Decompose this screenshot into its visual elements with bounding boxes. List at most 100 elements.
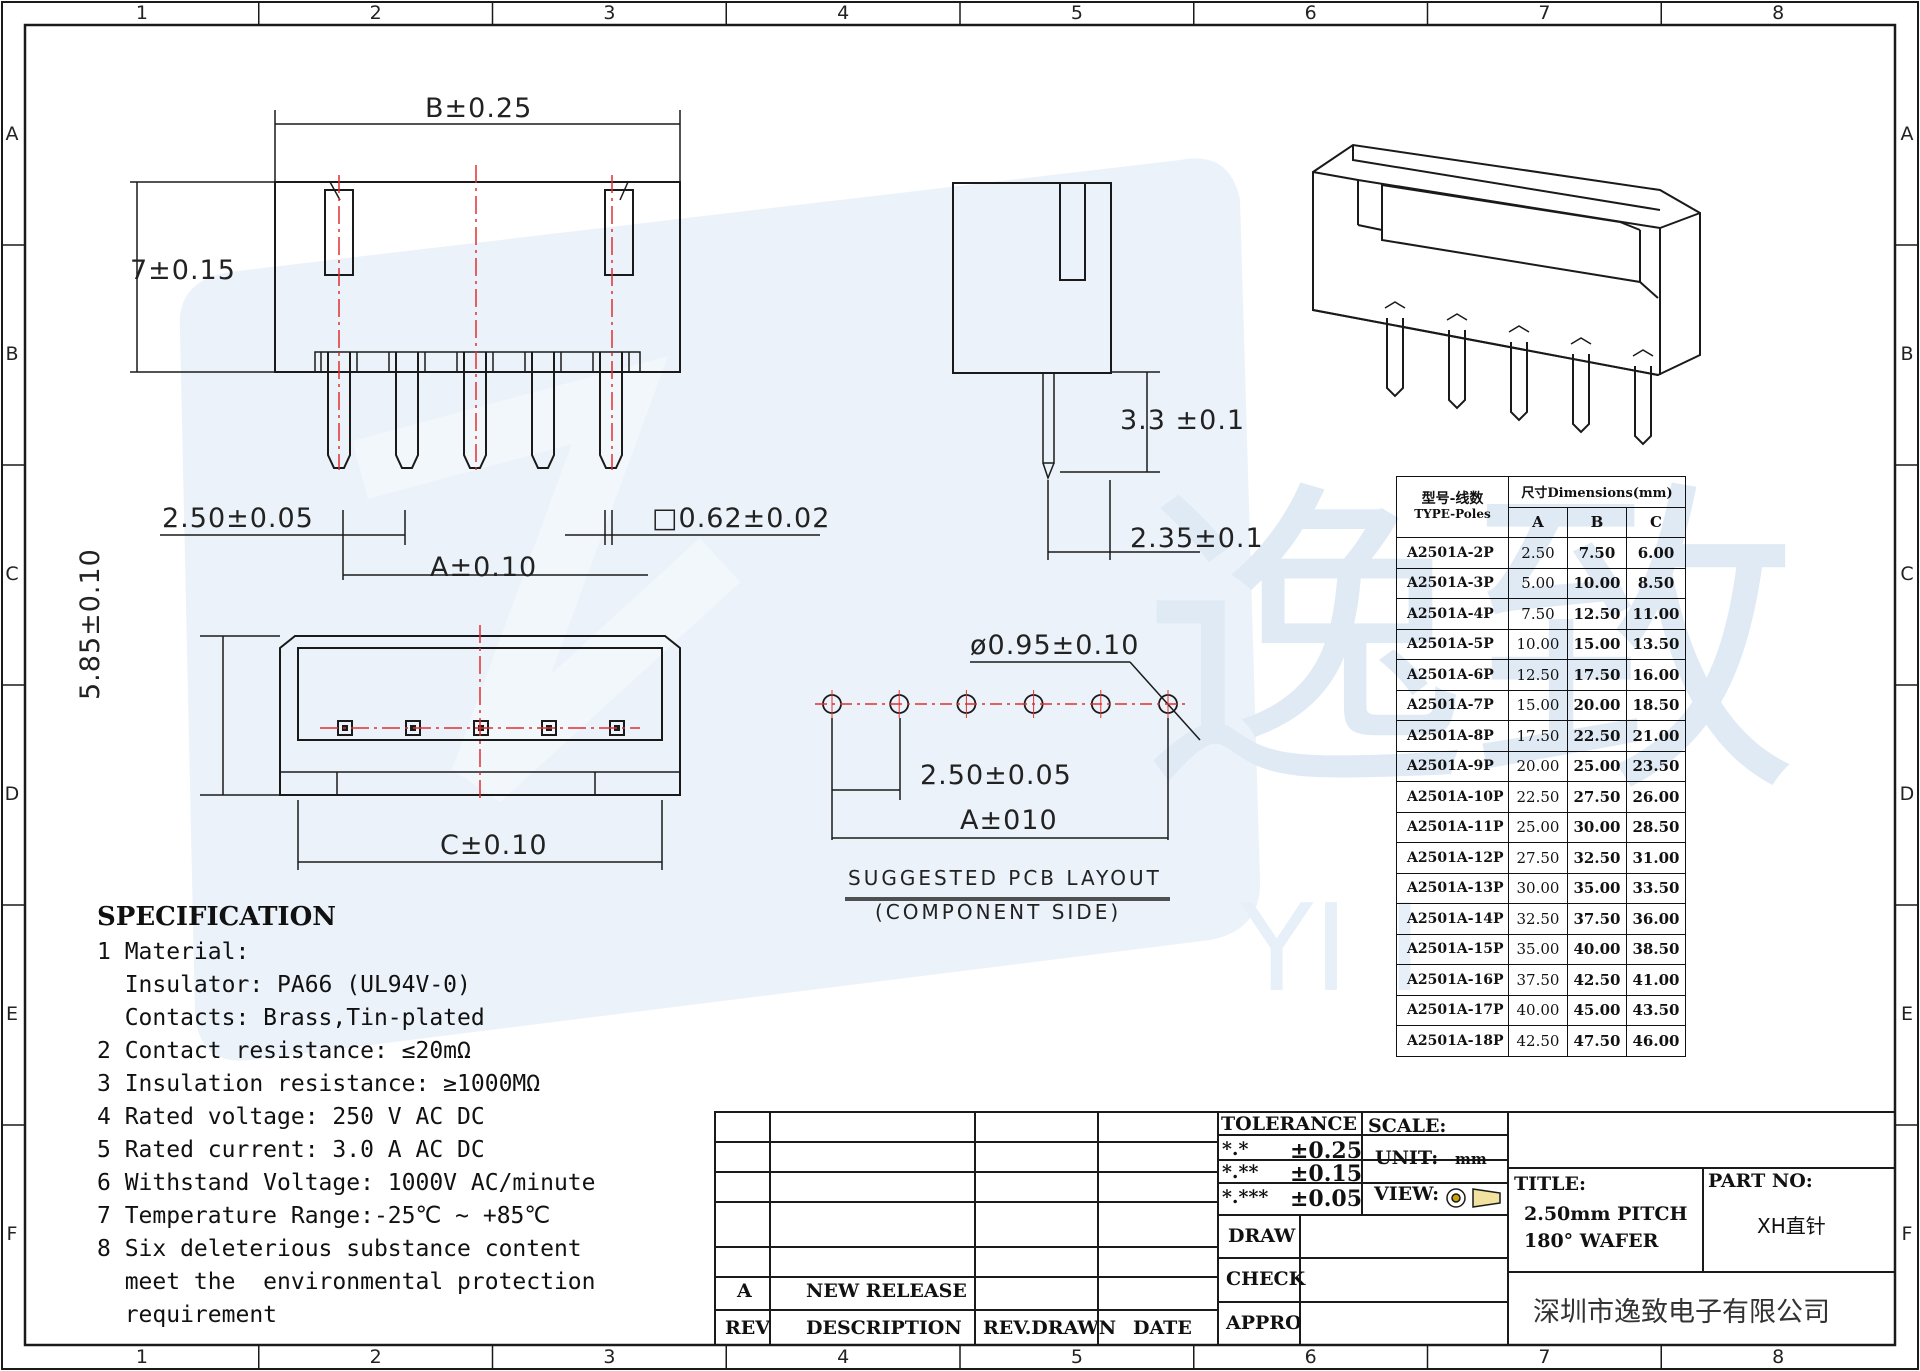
table-cell-dim: 35.00 xyxy=(1567,872,1627,904)
table-cell-dim: 11.00 xyxy=(1626,598,1686,630)
table-cell-dim: 13.50 xyxy=(1626,628,1686,660)
spec-line: 6 Withstand Voltage: 1000V AC/minute xyxy=(97,1170,596,1196)
table-cell-dim: 22.50 xyxy=(1567,720,1627,752)
part-no-value: XH直针 xyxy=(1757,1214,1826,1238)
iso-pin xyxy=(1448,330,1466,410)
spec-line: 8 Six deleterious substance content xyxy=(97,1236,582,1262)
table-cell-type: A2501A-15P xyxy=(1396,933,1509,965)
title-line-2: 180° WAFER xyxy=(1524,1230,1659,1252)
dim-width-top: 5.85±0.10 xyxy=(75,548,106,700)
table-cell-dim: 26.00 xyxy=(1626,781,1686,813)
watermark-latin: YI I xyxy=(1239,880,1422,1019)
table-cell-type: A2501A-13P xyxy=(1396,872,1509,904)
specification: SPECIFICATION 1 Material: Insulator: PA6… xyxy=(97,902,596,1332)
dim-a-pcb: A±010 xyxy=(960,805,1058,836)
table-cell-dim: 38.50 xyxy=(1626,933,1686,965)
zone-row-C-left: C xyxy=(5,563,19,585)
tolerance-2: *.** xyxy=(1222,1161,1259,1183)
release-text: NEW RELEASE xyxy=(806,1280,967,1302)
draw-label: DRAW xyxy=(1228,1225,1296,1247)
zone-column-8-bottom: 8 xyxy=(1772,1346,1785,1368)
table-cell-dim: 17.50 xyxy=(1508,720,1568,752)
table-cell-dim: 6.00 xyxy=(1626,537,1686,569)
table-cell-type: A2501A-18P xyxy=(1396,1025,1509,1057)
table-cell-type: A2501A-14P xyxy=(1396,903,1509,935)
check-label: CHECK xyxy=(1226,1268,1306,1290)
zone-row-F-left: F xyxy=(6,1223,18,1245)
zone-row-E-right: E xyxy=(1900,1003,1913,1025)
table-header-col-c: C xyxy=(1626,506,1686,538)
table-cell-dim: 32.50 xyxy=(1508,903,1568,935)
rev-mark: A xyxy=(737,1280,752,1302)
table-cell-dim: 17.50 xyxy=(1567,659,1627,691)
table-cell-dim: 30.00 xyxy=(1567,811,1627,843)
company-name: 深圳市逸致电子有限公司 xyxy=(1533,1297,1830,1328)
part-no-label: PART NO: xyxy=(1708,1170,1813,1192)
table-cell-dim: 23.50 xyxy=(1626,750,1686,782)
title-label: TITLE: xyxy=(1514,1173,1587,1195)
zone-column-3-top: 3 xyxy=(603,2,616,24)
pcb-layout-subtitle: (COMPONENT SIDE) xyxy=(875,900,1122,924)
zone-column-4-bottom: 4 xyxy=(837,1346,850,1368)
side-view xyxy=(952,182,1200,560)
table-cell-dim: 36.00 xyxy=(1626,903,1686,935)
zone-row-C-right: C xyxy=(1900,563,1914,585)
appro-label: APPRO xyxy=(1226,1312,1302,1334)
table-cell-dim: 10.00 xyxy=(1508,628,1568,660)
table-cell-dim: 47.50 xyxy=(1567,1025,1627,1057)
table-cell-type: A2501A-12P xyxy=(1396,842,1509,874)
table-cell-type: A2501A-2P xyxy=(1396,537,1509,569)
table-cell-dim: 33.50 xyxy=(1626,872,1686,904)
dim-height: 7±0.15 xyxy=(130,255,236,286)
table-cell-dim: 42.50 xyxy=(1567,964,1627,996)
dim-pin-square: □0.62±0.02 xyxy=(652,503,831,534)
spec-line: Contacts: Brass,Tin-plated xyxy=(97,1005,485,1031)
dimension-table: 型号-线数 TYPE-Poles 尺寸Dimensions(mm) A B C … xyxy=(1396,476,1686,1057)
view-symbol-icon xyxy=(1446,1188,1501,1208)
spec-line: 7 Temperature Range:-25℃ ~ +85℃ xyxy=(97,1203,551,1229)
spec-line: requirement xyxy=(97,1302,278,1328)
zone-column-4-top: 4 xyxy=(837,2,850,24)
zone-column-5-top: 5 xyxy=(1070,2,1083,24)
table-header-type-cn: 型号-线数 xyxy=(1421,491,1484,507)
table-cell-type: A2501A-16P xyxy=(1396,964,1509,996)
dim-c: C±0.10 xyxy=(440,830,548,861)
dim-b: B±0.25 xyxy=(425,93,533,124)
tolerance-1-value: ±0.25 xyxy=(1290,1138,1363,1164)
dim-pitch-front: 2.50±0.05 xyxy=(162,503,314,534)
table-cell-dim: 22.50 xyxy=(1508,781,1568,813)
zone-row-D-left: D xyxy=(4,783,20,805)
zone-row-B-left: B xyxy=(5,343,19,365)
unit-label: UNIT: xyxy=(1375,1147,1439,1169)
table-cell-dim: 5.00 xyxy=(1508,567,1568,599)
dim-hole: ø0.95±0.10 xyxy=(970,630,1140,661)
table-cell-dim: 42.50 xyxy=(1508,1025,1568,1057)
spec-lines: 1 Material: Insulator: PA66 (UL94V-0) Co… xyxy=(97,936,596,1332)
spec-line: 2 Contact resistance: ≤20mΩ xyxy=(97,1038,471,1064)
table-cell-type: A2501A-4P xyxy=(1396,598,1509,630)
table-cell-type: A2501A-9P xyxy=(1396,750,1509,782)
pcb-layout-title: SUGGESTED PCB LAYOUT xyxy=(848,866,1162,890)
zone-column-2-top: 2 xyxy=(369,2,382,24)
table-cell-dim: 43.50 xyxy=(1626,994,1686,1026)
spec-line: meet the environmental protection xyxy=(97,1269,596,1295)
table-cell-dim: 46.00 xyxy=(1626,1025,1686,1057)
zone-column-5-bottom: 5 xyxy=(1070,1346,1083,1368)
dim-depth: 2.35±0.1 xyxy=(1130,523,1264,554)
table-cell-dim: 32.50 xyxy=(1567,842,1627,874)
title-line-1: 2.50mm PITCH xyxy=(1524,1203,1688,1225)
table-cell-dim: 41.00 xyxy=(1626,964,1686,996)
table-cell-dim: 25.00 xyxy=(1508,811,1568,843)
